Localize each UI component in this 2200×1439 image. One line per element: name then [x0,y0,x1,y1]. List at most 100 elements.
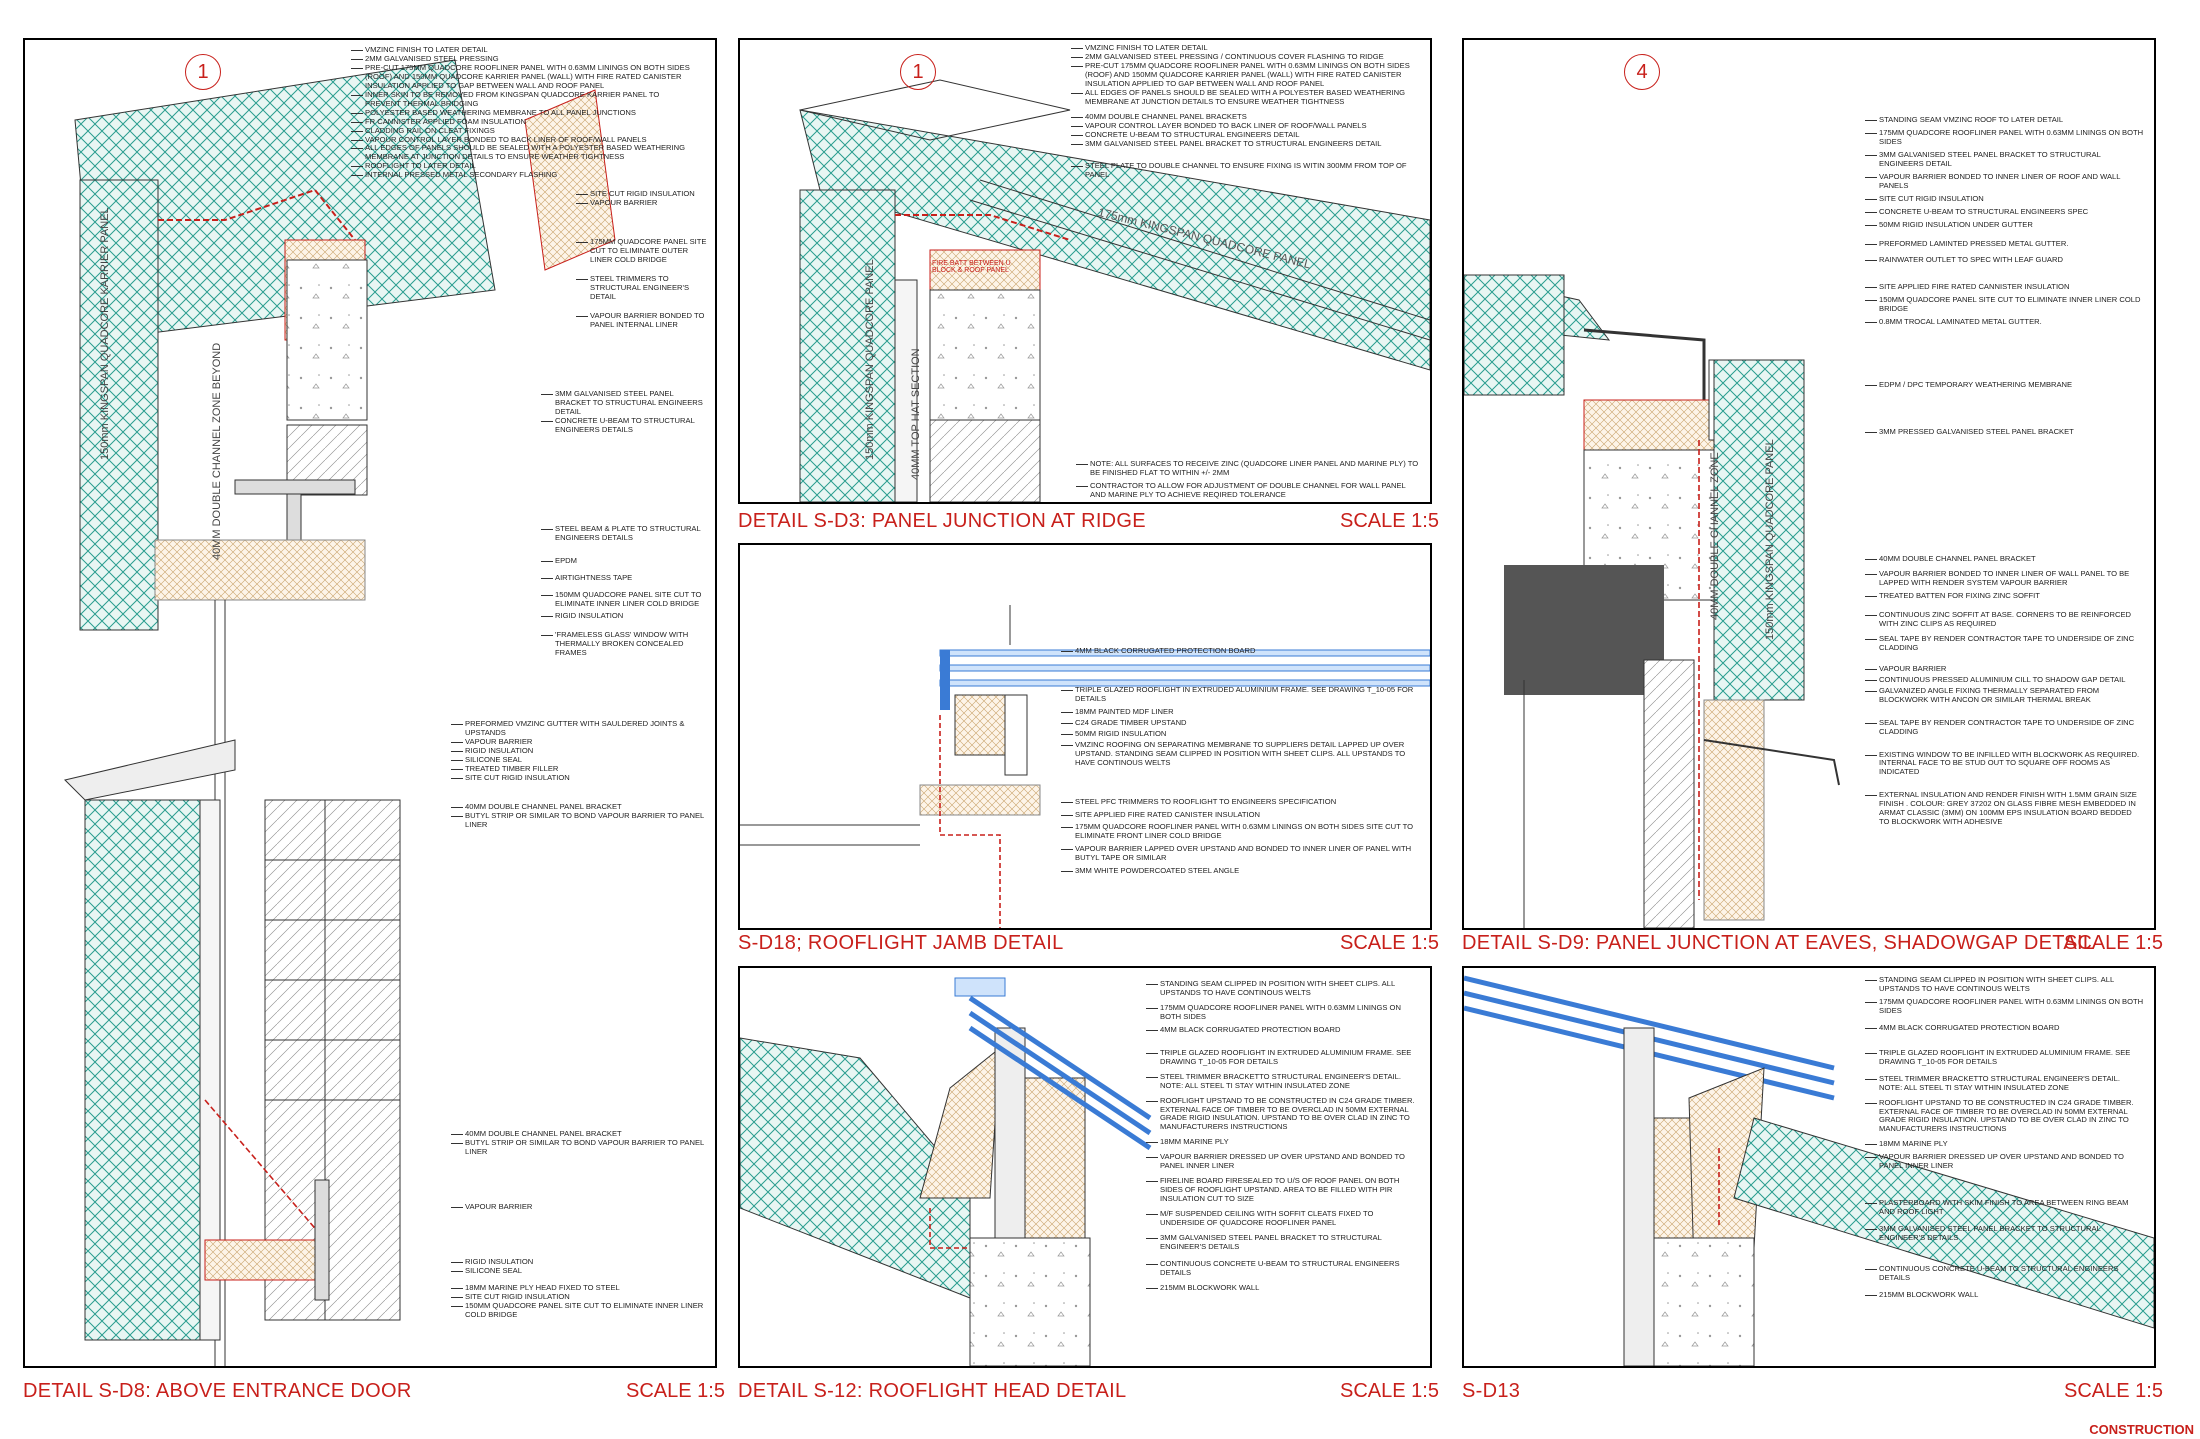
construction-stamp: CONSTRUCTION [2089,1422,2194,1437]
note: RAINWATER OUTLET TO SPEC WITH LEAF GUARD [1865,256,2144,265]
note: STEEL BEAM & PLATE TO STRUCTURAL ENGINEE… [541,524,705,543]
note: EDPM / DPC TEMPORARY WEATHERING MEMBRANE [1865,380,2144,390]
note: 50MM RIGID INSULATION [1061,729,1415,739]
note: STANDING SEAM VMZINC ROOF TO LATER DETAI… [1865,115,2144,125]
note: PREFORMED LAMINTED PRESSED METAL GUTTER. [1865,239,2144,249]
note: CONTINUOUS CONCRETE U-BEAM TO STRUCTURAL… [1865,1264,2144,1283]
caption-sd8: DETAIL S-D8: ABOVE ENTRANCE DOOR [23,1380,412,1402]
panel-sd3: 1 150mm KINGSPAN QUADCORE PANEL 40MM TOP… [738,38,1432,504]
note: 4MM BLACK CORRUGATED PROTECTION BOARD [1146,1025,1415,1035]
note: 18MM MARINE PLY [1865,1139,2144,1149]
note: PLASTERBOARD WITH SKIM FINISH TO AREA BE… [1865,1198,2144,1217]
note: 0.8mm TROCAL LAMINATED METAL GUTTER. [1865,317,2144,327]
note: 3MM WHITE POWDERCOATED STEEL ANGLE [1061,866,1415,876]
note: TREATED TIMBER FILLER [451,764,705,774]
note: VAPOUR BARRIER BONDED TO INNER LINER OF … [1865,172,2144,191]
note: 3MM GALVANISED STEEL PANEL BRACKET TO ST… [1146,1233,1415,1252]
note: CONTINUOUS CONCRETE U-BEAM TO STRUCTURAL… [1146,1259,1415,1278]
note: ALL EDGES OF PANELS SHOULD BE SEALED WIT… [351,144,695,162]
notes-sd8-top: VMZINC FINISH TO LATER DETAIL 2MM GALVAN… [351,45,695,180]
note: VMZINC ROOFING ON SEPARATING MEMBRANE TO… [1061,740,1415,768]
note: EXTERNAL INSULATION AND RENDER FINISH WI… [1865,790,2144,827]
note: BUTYL STRIP OR SIMILAR TO BOND VAPOUR BA… [451,1137,704,1156]
vertical-label-panel: 150mm KINGSPAN QUADCORE PANEL [1764,439,1776,640]
gutter [64,739,236,801]
note: 18MM MARINE PLY HEAD FIXED TO STEEL [451,1283,705,1293]
vertical-label-tophat: 40MM TOP HAT SECTION [910,348,922,480]
note: VMZINC FINISH TO LATER DETAIL [1071,43,1415,53]
roof-panel-hatch [1733,1117,2154,1329]
note: GALVANIZED ANGLE FIXING THERMALLY SEPARA… [1865,686,2144,705]
vertical-label-panel: 150mm KINGSPAN QUADCORE PANEL [864,259,876,460]
upstand [919,1046,1001,1199]
note: AIRTIGHTNESS TAPE [541,573,705,583]
note: 18mm PAINTED MDF LINER [1061,707,1415,717]
note: VAPOUR BARRIER [1865,664,2144,674]
fire-batt-label: FIRE BATT BETWEEN U BLOCK & ROOF PANEL [932,260,1011,274]
caption-s12: DETAIL S-12: ROOFLIGHT HEAD DETAIL [738,1380,1127,1402]
caption-sd18: S-D18; ROOFLIGHT JAMB DETAIL [738,932,1064,954]
scale-s12: SCALE 1:5 [1340,1380,1439,1402]
note: VAPOUR CONTROL LAYER BONDED TO BACK LINE… [1071,121,1415,131]
concrete-u-beam [969,1237,1091,1366]
note: RIGID INSULATION [451,1257,705,1267]
note: PRE-CUT 175mm QUADCORE ROOFLINER PANEL W… [351,63,695,91]
note: STEEL TRIMMERS TO STRUCTURAL ENGINEER'S … [576,274,710,302]
note: SITE CUT RIGID INSULATION [576,189,710,199]
steel-beam-flange [234,479,356,495]
note: SITE APPLIED FIRE RATED CANNISTER INSULA… [1865,282,2144,292]
note: 'FRAMELESS GLASS' WINDOW WITH THERMALLY … [541,630,705,658]
note: 175mm QUADCORE ROOFLINER PANEL WITH 0.63… [1061,823,1415,841]
note: RIGID INSULATION [541,612,705,621]
note: FR CANNISTER APPLIED FOAM INSULATION [351,117,695,127]
notes-sd9: STANDING SEAM VMZINC ROOF TO LATER DETAI… [1865,115,2144,827]
note: VAPOUR BARRIER BONDED TO INNER LINER OF … [1865,569,2144,588]
note: PRE-CUT 175mm QUADCORE ROOFLINER PANEL W… [1071,61,1415,89]
panel-sd9: 4 150mm KINGSPAN QUADCORE PANEL 40MM DOU… [1462,38,2156,930]
note: 18MM MARINE PLY [1146,1137,1415,1147]
note: STEEL TRIMMER BRACKETTO STRUCTURAL ENGIN… [1865,1074,2144,1093]
concrete-u-beam [1653,1237,1755,1366]
note: 215mm BLOCKWORK WALL [1865,1290,2144,1300]
note: TRIPLE GLAZED ROOFLIGHT IN EXTRUDED ALUM… [1061,684,1414,703]
note: CLADDING RAIL ON CLEAT FIXINGS [351,126,695,136]
notes-sd8-lower: PREFORMED VMZINC GUTTER WITH SAULDERED J… [451,719,705,830]
note: 3MM PRESSED GALVANISED STEEL PANEL BRACK… [1865,427,2144,437]
note: ROOFLIGHT UPSTAND TO BE CONSTRUCTED IN C… [1146,1095,1415,1132]
panel-sd18: 4MM BLACK CORRUGATED PROTECTION BOARD TR… [738,543,1432,930]
note: VAPOUR BARRIER DRESSED UP OVER UPSTAND A… [1146,1152,1415,1171]
note: 2MM GALVANISED STEEL PRESSING / CONTINUO… [1071,52,1415,62]
note: SILICONE SEAL [451,755,705,765]
note: PREFORMED VMZINC GUTTER WITH SAULDERED J… [451,719,705,738]
note: VAPOUR BARRIER [576,198,710,208]
note: STEEL PFC TRIMMERS TO ROOFLIGHT TO ENGIN… [1061,797,1415,807]
notes-sd13: STANDING SEAM CLIPPED IN POSITION WITH S… [1865,975,2144,1300]
drawing-sd13 [1464,975,2154,1366]
panel-sd8: 1 150mm KINGSPAN QUADCORE KARRIER PANEL … [23,38,717,1368]
note: TRIPLE GLAZED ROOFLIGHT IN EXTRUDED ALUM… [1865,1048,2144,1067]
note: BUTYL STRIP OR SIMILAR TO BOND VAPOUR BA… [451,810,704,829]
drawing-sd3 [799,79,1430,502]
drawing-sd9 [1464,274,1840,928]
note: SITE APPLIED FIRE RATED CANISTER INSULAT… [1061,810,1415,820]
lower-block-grid [264,799,401,1321]
vertical-label-channel: 40MM DOUBLE CHANNEL ZONE [1709,452,1721,620]
notes-s12: STANDING SEAM CLIPPED IN POSITION WITH S… [1146,979,1415,1293]
roof-panel-hatch [799,109,1430,371]
note: INTERNAL PRESSED METAL SECONDARY FLASHIN… [351,170,695,180]
concrete-u-beam [286,259,368,421]
blockwork [1643,659,1695,928]
note: STANDING SEAM CLIPPED IN POSITION WITH S… [1146,979,1415,998]
note: M/F SUSPENDED CEILING WITH SOFFIT CLEATS… [1146,1209,1415,1228]
note: 175mm QUADCORE ROOFLINER PANEL WITH 0.63… [1865,996,2144,1015]
vertical-label-panel: 150mm KINGSPAN QUADCORE KARRIER PANEL [99,207,111,460]
note: 175mm QUADCORE ROOFLINER PANEL WITH 0.63… [1865,127,2144,146]
scale-sd3: SCALE 1:5 [1340,510,1439,532]
note: SILICONE SEAL [451,1266,705,1276]
notes-sd8-bottom: 40MM DOUBLE CHANNEL PANEL BRACKET BUTYL … [451,1129,705,1320]
panel-sd13: STANDING SEAM CLIPPED IN POSITION WITH S… [1462,966,2156,1368]
notes-sd3: VMZINC FINISH TO LATER DETAIL 2MM GALVAN… [1071,43,1415,180]
concrete-u-beam [929,289,1041,421]
note: VAPOUR BARRIER DRESSED UP OVER UPSTAND A… [1865,1152,2144,1171]
scale-sd18: SCALE 1:5 [1340,932,1439,954]
